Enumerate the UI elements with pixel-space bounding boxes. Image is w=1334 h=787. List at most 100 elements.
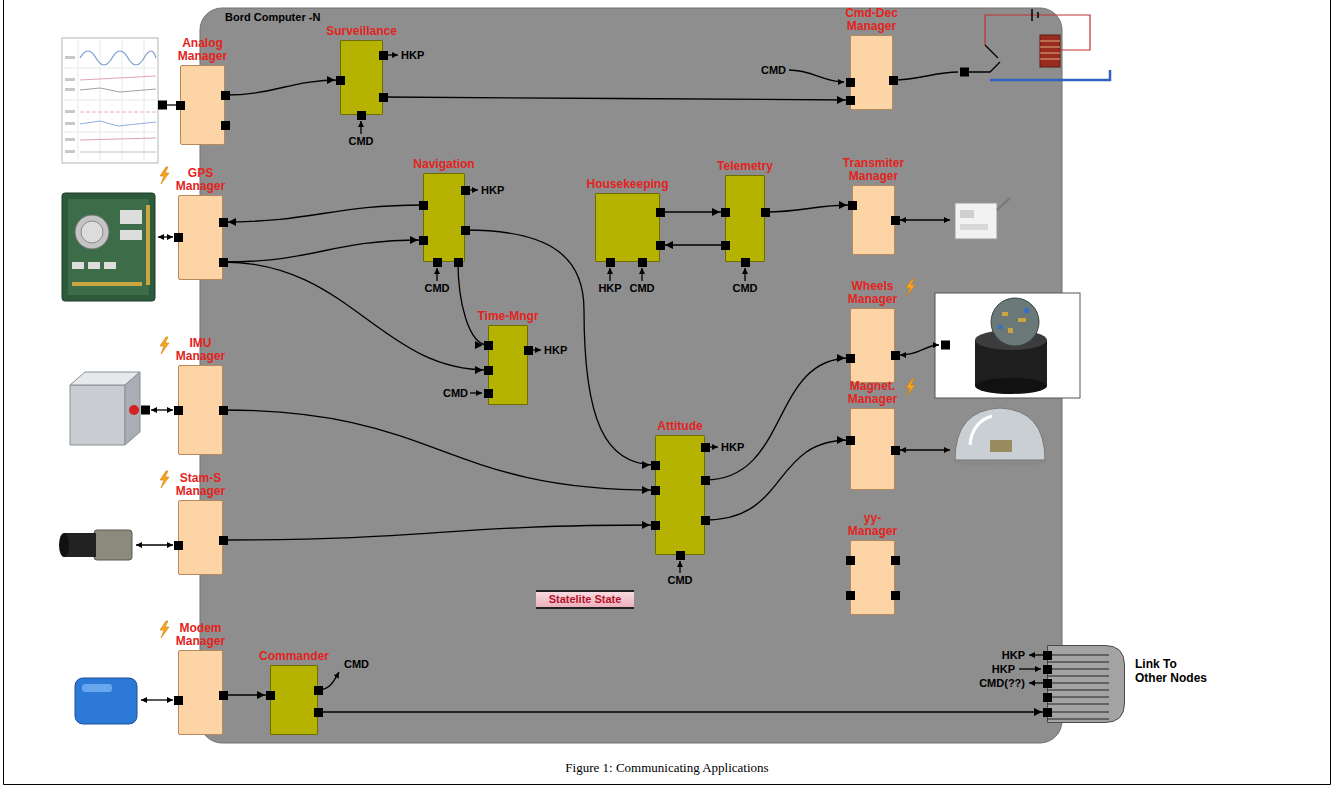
- port: [174, 541, 183, 550]
- port: [651, 461, 660, 470]
- connector: [318, 711, 1047, 712]
- port: [219, 218, 228, 227]
- signal-label: CMD: [761, 64, 786, 77]
- link-connector: Link To Other Nodes: [1047, 645, 1125, 723]
- signal-label: HKP: [481, 184, 504, 197]
- port: [651, 486, 660, 495]
- star-sensor: [59, 530, 173, 560]
- application-box: Commander: [270, 665, 318, 735]
- port: [1043, 708, 1052, 717]
- box-heading: Surveillance: [326, 25, 397, 38]
- port: [656, 241, 665, 250]
- port: [651, 521, 660, 530]
- port: [846, 354, 855, 363]
- connector: [458, 262, 488, 345]
- figure-caption: Figure 1: Communicating Applications: [565, 760, 768, 776]
- figure-frame: [4, 0, 1331, 785]
- port: [761, 208, 770, 217]
- port: [484, 366, 493, 375]
- signal-label: CMD(??): [979, 677, 1025, 690]
- box-heading: Stam-S Manager: [171, 472, 231, 498]
- port: [846, 78, 855, 87]
- port: [889, 76, 898, 85]
- port: [484, 389, 493, 398]
- connector: [660, 211, 725, 212]
- reaction-wheel: [900, 293, 1080, 398]
- connector: [223, 410, 655, 490]
- port: [1043, 651, 1052, 660]
- signal-label: CMD: [732, 282, 757, 295]
- port: [219, 258, 228, 267]
- box-heading: Transmiter Manager: [839, 157, 909, 183]
- port: [221, 91, 230, 100]
- signal-label: CMD: [629, 282, 654, 295]
- connector: [223, 240, 423, 262]
- port: [219, 406, 228, 415]
- port: [174, 696, 183, 705]
- box-heading: GPS Manager: [171, 167, 231, 193]
- signal-label: HKP: [544, 344, 567, 357]
- modem-unit: [75, 678, 173, 724]
- port: [606, 258, 615, 267]
- box-heading: Wheels Manager: [843, 280, 903, 306]
- box-heading: Commander: [259, 650, 329, 663]
- box-heading: Navigation: [413, 158, 474, 171]
- analog-chart: [62, 38, 180, 163]
- signal-label: CMD: [348, 135, 373, 148]
- link-label: Link To Other Nodes: [1135, 657, 1211, 685]
- port: [419, 201, 428, 210]
- state-band: Statelite State: [536, 590, 635, 609]
- connector: [383, 97, 850, 100]
- manager-box: yy-Manager: [850, 540, 895, 615]
- connector: [465, 230, 655, 465]
- port: [461, 186, 470, 195]
- port: [701, 476, 710, 485]
- connector: [223, 262, 488, 370]
- box-heading: Attitude: [657, 420, 702, 433]
- port: [174, 233, 183, 242]
- port: [656, 208, 665, 217]
- connector: [705, 358, 850, 480]
- signal-label: CMD: [344, 658, 369, 671]
- port: [676, 551, 685, 560]
- port: [891, 216, 900, 225]
- port: [219, 536, 228, 545]
- port: [741, 258, 750, 267]
- port: [721, 241, 730, 250]
- port: [701, 516, 710, 525]
- manager-box: Stam-S Manager: [178, 500, 223, 575]
- signal-label: HKP: [598, 282, 621, 295]
- port: [848, 201, 857, 210]
- port: [891, 446, 900, 455]
- magnetometer-dome: [900, 408, 1047, 467]
- port: [846, 96, 855, 105]
- board-title: Bord Computer -N: [225, 11, 320, 24]
- port: [266, 691, 275, 700]
- application-box: Telemetry: [725, 175, 765, 262]
- board-computer: Bord Computer -NAnalog ManagerSurveillan…: [200, 8, 1062, 743]
- port: [433, 258, 442, 267]
- port: [891, 591, 900, 600]
- box-heading: Magnet. Manager: [843, 380, 903, 406]
- connector: [223, 694, 270, 695]
- manager-box: Analog Manager: [180, 65, 225, 145]
- box-heading: IMU Manager: [171, 337, 231, 363]
- signal-label: CMD: [667, 574, 692, 587]
- application-box: Surveillance: [340, 40, 383, 115]
- connector: [705, 440, 850, 520]
- application-box: Navigation: [423, 173, 465, 262]
- manager-box: Cmd-Dec Manager: [850, 35, 893, 110]
- signal-label: CMD: [443, 387, 468, 400]
- board-body: [200, 8, 1062, 743]
- port: [701, 443, 710, 452]
- connector: [765, 205, 852, 212]
- port: [221, 121, 230, 130]
- connector: [223, 525, 655, 540]
- box-heading: Modem Manager: [171, 622, 231, 648]
- application-box: Time-Mngr: [488, 325, 528, 405]
- port: [461, 226, 470, 235]
- imu-unit: [70, 372, 173, 445]
- manager-box: Transmiter Manager: [852, 185, 895, 255]
- port: [1043, 693, 1052, 702]
- connector: [660, 244, 725, 245]
